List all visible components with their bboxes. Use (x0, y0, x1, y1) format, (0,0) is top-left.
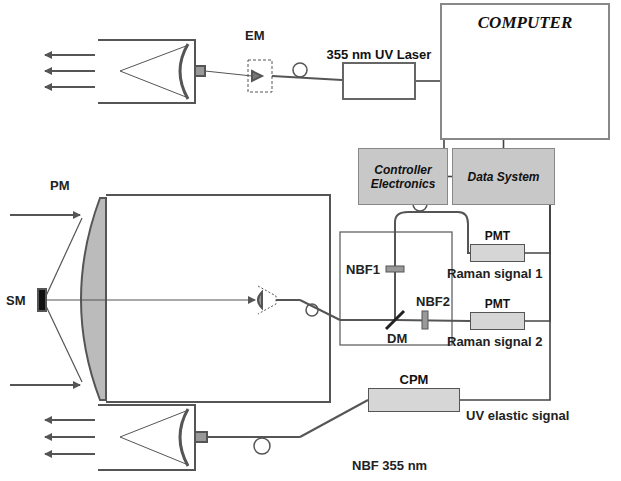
node-label: Data System (467, 170, 539, 184)
signal-wire (416, 80, 440, 82)
node-label: PMT (485, 297, 510, 311)
receiving-telescope (10, 195, 340, 402)
controller-box: Controller Electronics (358, 148, 448, 205)
data-system-box: Data System (452, 148, 555, 205)
part-label: Raman signal 1 (447, 266, 542, 281)
part-label: EM (245, 28, 265, 43)
computer-box: COMPUTER (440, 3, 610, 140)
node-label: PMT (485, 229, 510, 243)
part-label: PM (50, 178, 70, 193)
node-label: 355 nm UV Laser (327, 47, 432, 62)
part-label: NBF2 (416, 294, 450, 309)
cpm-detector: CPM (368, 388, 460, 412)
signal-wire (503, 140, 505, 148)
part-label: NBF 355 nm (352, 458, 427, 473)
signal-wire (525, 205, 550, 321)
pmt-detector: PMT (470, 312, 525, 330)
part-label: UV elastic signal (466, 408, 569, 423)
emitter-telescope (45, 40, 342, 103)
part-label: Raman signal 2 (447, 334, 542, 349)
pmt-detector: PMT (470, 244, 525, 262)
node-label: COMPUTER (478, 13, 572, 33)
signal-wire (443, 140, 445, 148)
part-label: NBF1 (346, 262, 380, 277)
node-label: CPM (400, 372, 429, 387)
signal-wire (460, 205, 550, 400)
signal-wire (525, 205, 550, 253)
laser-box: 355 nm UV Laser (342, 62, 416, 100)
elastic-telescope (45, 400, 368, 470)
part-label: SM (6, 293, 26, 308)
part-label: DM (387, 331, 407, 346)
node-label: Controller Electronics (365, 163, 441, 191)
